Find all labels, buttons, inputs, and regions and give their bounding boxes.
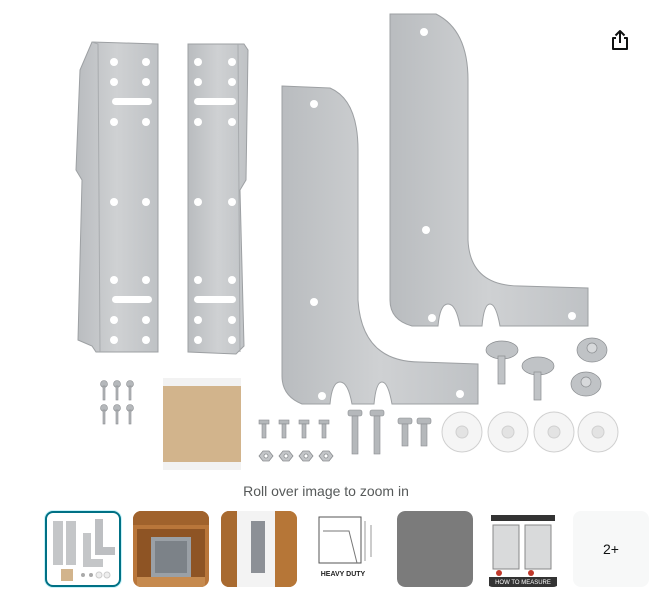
main-product-image[interactable] <box>60 8 620 478</box>
thumbnail-cabinet-bin[interactable] <box>133 511 209 587</box>
machine-screws-long <box>347 409 432 455</box>
plastic-bumpers <box>441 411 619 453</box>
share-icon <box>612 30 628 50</box>
zoom-hint: Roll over image to zoom in <box>243 483 409 499</box>
thumbnail-how-to-measure[interactable]: HOW TO MEASURE <box>485 511 561 587</box>
thumbnail-gray-swatch[interactable] <box>397 511 473 587</box>
share-button[interactable] <box>606 26 634 54</box>
diagram-caption: HEAVY DUTY <box>321 571 366 578</box>
thumbnail-diagram[interactable]: HEAVY DUTY <box>309 511 385 587</box>
mounting-rail-left <box>75 41 159 353</box>
l-bracket-back <box>389 13 589 327</box>
adhesive-pad <box>163 378 241 470</box>
mounting-rail-right <box>187 43 249 355</box>
machine-screws-small <box>258 419 330 439</box>
washer-screws <box>485 337 608 401</box>
how-to-measure-caption: HOW TO MEASURE <box>495 580 551 586</box>
more-images-button[interactable]: 2+ <box>573 511 649 587</box>
thumbnail-brackets-kit[interactable] <box>45 511 121 587</box>
wood-screws <box>100 380 134 425</box>
more-images-label: 2+ <box>603 541 619 557</box>
thumbnail-cabinet-side[interactable] <box>221 511 297 587</box>
l-bracket-front <box>281 85 479 405</box>
hex-nuts <box>258 450 334 462</box>
